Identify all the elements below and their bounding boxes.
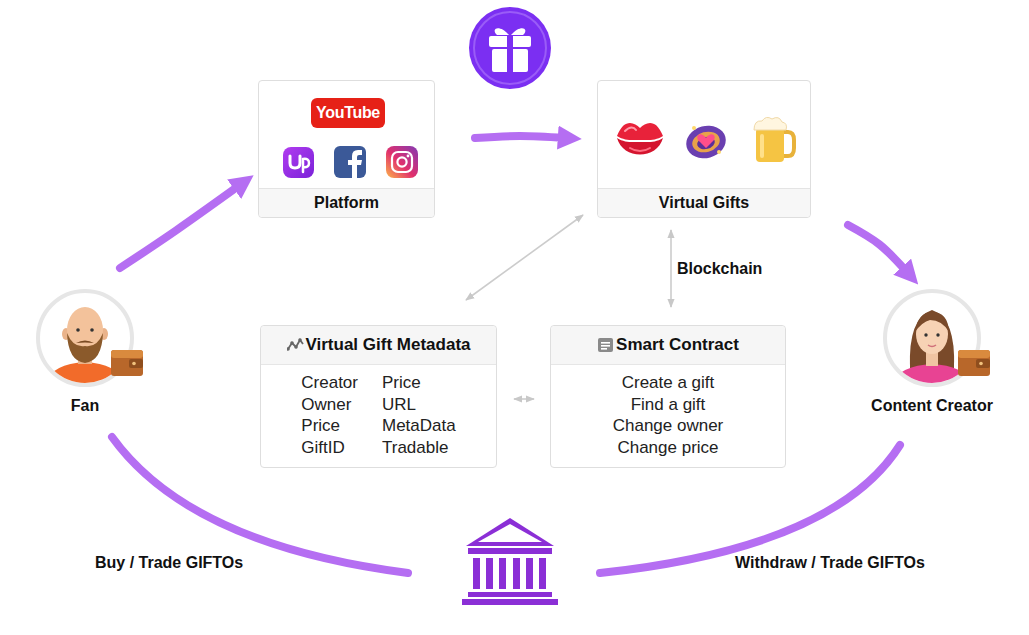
beer-gift [754, 117, 794, 162]
fan-portrait [35, 288, 135, 388]
person-label: Content Creator [871, 397, 993, 415]
box-footer: Platform [259, 188, 434, 217]
edge-label: Blockchain [675, 259, 764, 279]
wallet-icon [958, 350, 990, 376]
metadata-field: Tradable [382, 437, 456, 459]
panel-body: Create a giftFind a giftChange ownerChan… [551, 365, 785, 466]
youtube-logo-text: YouTube [311, 98, 385, 128]
panel-title: Virtual Gift Metadata [306, 335, 471, 355]
metadata-field: Owner [301, 394, 358, 416]
contract-box: Smart ContractCreate a giftFind a giftCh… [550, 325, 786, 468]
wallet-icon [111, 350, 143, 376]
box-title: Platform [314, 194, 379, 212]
metadata-box: Virtual Gift MetadataCreatorOwnerPriceGi… [260, 325, 497, 468]
panel-header: Virtual Gift Metadata [261, 326, 496, 365]
buy-flow-label: Buy / Trade GIFTOs [95, 553, 243, 573]
link-connector [514, 398, 534, 400]
ring-gift [683, 121, 730, 162]
box-footer: Virtual Gifts [598, 188, 810, 217]
contract-function: Change owner [613, 415, 724, 437]
contract-function: Create a gift [622, 372, 715, 394]
withdraw-flow-label: Withdraw / Trade GIFTOs [735, 553, 925, 573]
bank-icon [462, 518, 558, 605]
metadata-icon [287, 337, 304, 353]
panel-title: Smart Contract [616, 335, 739, 355]
flow-arrow [120, 185, 240, 268]
fan-avatar: Fan [25, 288, 145, 415]
box-title: Virtual Gifts [659, 194, 749, 212]
lips-gift [617, 123, 663, 155]
panel-header: Smart Contract [551, 326, 785, 365]
flow-arrow [848, 225, 907, 272]
gift-icon [469, 7, 551, 89]
creator-avatar: Content Creator [857, 288, 1007, 415]
link-connector [466, 215, 583, 300]
metadata-field: URL [382, 394, 456, 416]
metadata-field: MetaData [382, 415, 456, 437]
metadata-field: Price [382, 372, 456, 394]
person-label: Fan [71, 397, 99, 415]
metadata-field: Price [301, 415, 358, 437]
metadata-field: Creator [301, 372, 358, 394]
uplive-logo [283, 147, 314, 178]
contract-icon [597, 337, 614, 353]
instagram-logo [386, 146, 418, 178]
virtual-gifts-box: Virtual Gifts [597, 80, 811, 218]
contract-function: Find a gift [631, 394, 706, 416]
contract-function: Change price [617, 437, 718, 459]
facebook-logo [334, 146, 366, 178]
creator-portrait [882, 288, 982, 388]
panel-body: CreatorOwnerPriceGiftIDPriceURLMetaDataT… [261, 365, 496, 466]
link-connector [670, 230, 672, 307]
metadata-field: GiftID [301, 437, 358, 459]
flow-arrow [475, 136, 565, 138]
